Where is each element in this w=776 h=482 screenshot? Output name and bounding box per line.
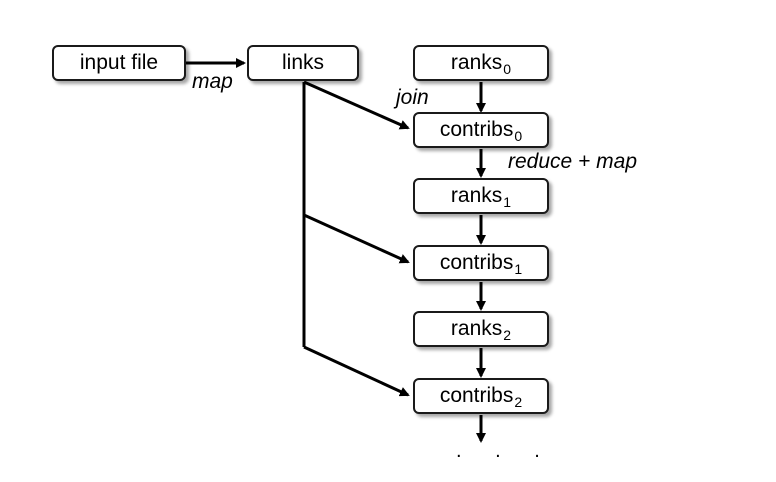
node-contribs-2-subscript: 2 xyxy=(514,394,523,410)
node-links: links xyxy=(247,45,359,81)
node-ranks-0-subscript: 0 xyxy=(503,61,512,77)
node-ranks-1-subscript: 1 xyxy=(503,194,512,210)
edge-links-to-contribs2 xyxy=(303,345,410,397)
edge-label-reduce-map: reduce + map xyxy=(508,150,637,173)
node-contribs-1-subscript: 1 xyxy=(514,261,523,277)
node-contribs-0-subscript: 0 xyxy=(514,128,523,144)
node-contribs-0-label: contribs xyxy=(439,118,514,141)
node-ranks-1-label: ranks xyxy=(450,184,503,207)
node-ranks-2-label: ranks xyxy=(450,317,503,340)
edge-links-to-contribs1 xyxy=(303,213,410,264)
edge-label-join: join xyxy=(396,86,429,109)
node-links-label: links xyxy=(281,51,324,74)
node-ranks-2-subscript: 2 xyxy=(503,327,512,343)
node-ranks-0-label: ranks xyxy=(450,51,503,74)
edge-links-to-contribs0 xyxy=(303,80,410,130)
node-input-file: input file xyxy=(52,45,186,81)
node-contribs-2-label: contribs xyxy=(439,384,514,407)
node-input-file-label: input file xyxy=(79,51,159,74)
edge-label-map: map xyxy=(192,70,233,93)
continuation-ellipsis: . . . xyxy=(456,440,554,462)
node-contribs-1-label: contribs xyxy=(439,251,514,274)
